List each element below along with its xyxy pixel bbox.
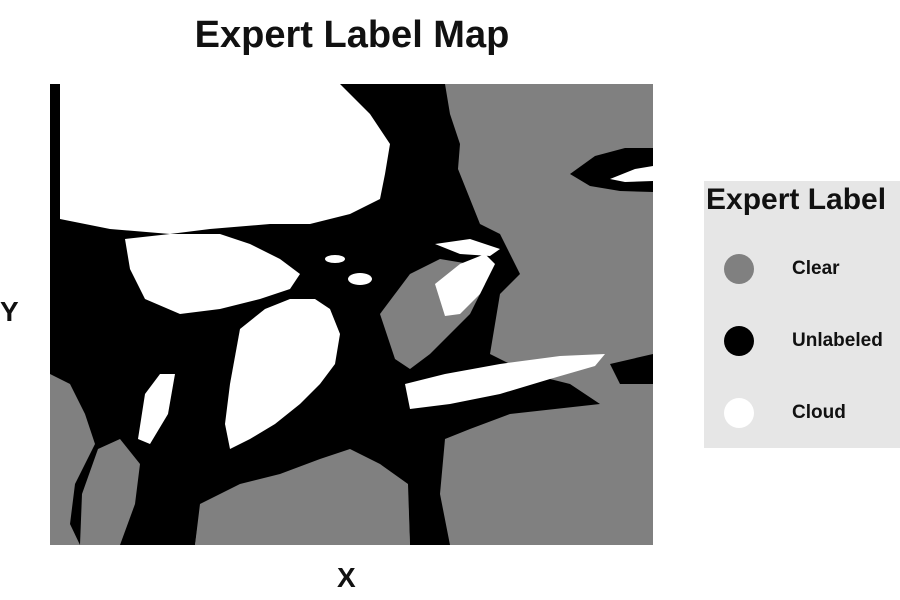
map-region-cloud-streak-top-right [610,166,653,182]
legend-label-clear: Clear [792,258,840,279]
map-region-cloud-speck-1 [348,273,372,285]
label-map-plot [50,84,653,545]
x-axis-label: X [337,562,356,593]
map-region-clear-lower-left [80,439,140,545]
map-region-cloud-left-lobe [125,234,300,314]
map-region-clear-small-pocket [562,291,582,301]
legend-label-cloud: Cloud [792,402,846,423]
map-region-cloud-lower-right [405,354,605,409]
legend: Expert Label Clear Unlabeled Cloud [704,181,900,448]
legend-label-unlabeled: Unlabeled [792,330,883,351]
legend-swatch-unlabeled [724,326,754,356]
map-region-cloud-center [225,299,340,449]
legend-title: Expert Label [706,183,887,216]
map-region-cloud-speck-2 [325,255,345,263]
chart-title: Expert Label Map [194,14,510,56]
legend-item-cloud: Cloud [704,393,900,433]
map-region-cloud-top [60,84,390,234]
legend-item-unlabeled: Unlabeled [704,321,900,361]
legend-swatch-clear [724,254,754,284]
map-region-unlabeled-streak-right [610,354,653,384]
legend-item-clear: Clear [704,249,900,289]
map-region-cloud-left-streaks [138,374,175,444]
map-region-cloud-streak-upper [435,239,500,256]
map-region-cloud-right-finger [435,254,495,316]
y-axis-label: Y [0,296,19,327]
legend-swatch-cloud [724,398,754,428]
map-region-clear-lower-middle [195,462,410,545]
